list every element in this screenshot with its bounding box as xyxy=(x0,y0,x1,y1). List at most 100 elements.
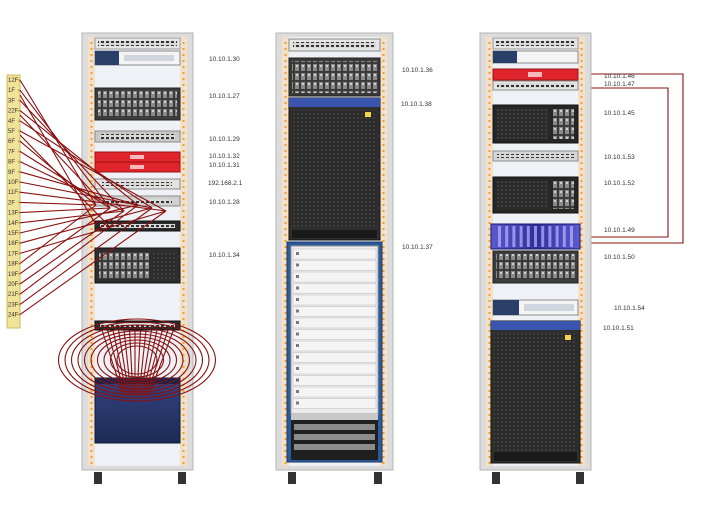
server-device[interactable] xyxy=(94,247,181,284)
rack-foot xyxy=(288,472,296,484)
port-label: 18F xyxy=(8,262,19,268)
port-label: 24F xyxy=(8,313,19,319)
ip-labels: 10.10.1.30 10.10.1.27 10.10.1.29 10.10.1.32… xyxy=(208,56,645,332)
port-label: 11F xyxy=(8,190,18,196)
cable-drop xyxy=(146,329,169,396)
fiber-cable xyxy=(19,207,111,214)
blade-chassis-device[interactable] xyxy=(286,241,383,463)
ip-label: 10.10.1.46 xyxy=(604,73,635,80)
chassis-device[interactable] xyxy=(490,320,581,464)
patch-panel: 12F1F3F22F4F5F6F7F8F9F10F11F2F13F14F15F1… xyxy=(6,74,21,329)
port-label: 21F xyxy=(8,292,19,298)
cable-loop xyxy=(103,339,171,381)
rack-rail-left xyxy=(88,37,95,466)
rack-rail-right xyxy=(578,37,585,466)
ip-label: 10.10.1.38 xyxy=(401,101,432,108)
rack-rail-left xyxy=(282,37,289,466)
port-label: 4F xyxy=(8,119,15,125)
router-device[interactable] xyxy=(492,50,579,64)
fiber-cable xyxy=(19,181,153,209)
fiber-cable xyxy=(19,191,167,212)
port-label: 12F xyxy=(8,78,19,84)
firewall-device-2[interactable] xyxy=(94,161,181,173)
switch-device[interactable] xyxy=(94,130,181,143)
cable-drop xyxy=(128,329,134,396)
fiber-cable xyxy=(19,207,111,275)
link-cable xyxy=(585,73,684,244)
fiber-cable xyxy=(19,89,111,209)
port-label: 1F xyxy=(8,88,15,94)
fiber-cable xyxy=(19,130,167,212)
port-label: 2F xyxy=(8,200,15,206)
cable-drop xyxy=(101,329,124,396)
ip-label: 10.10.1.37 xyxy=(402,244,433,251)
ip-label: 10.10.1.29 xyxy=(209,136,240,143)
port-label: 3F xyxy=(8,98,15,104)
cable-drop xyxy=(148,329,175,396)
port-label: 5F xyxy=(8,129,15,135)
port-label: 23F xyxy=(8,302,19,308)
storage-device[interactable] xyxy=(94,87,181,121)
cable-drop xyxy=(123,329,132,396)
rack-rail-left xyxy=(486,37,493,466)
cable-drop xyxy=(117,329,130,396)
switch-device[interactable] xyxy=(492,150,579,162)
ip-label: 10.10.1.31 xyxy=(209,162,240,169)
rack-rail-right xyxy=(380,37,387,466)
storage-device[interactable] xyxy=(492,250,579,284)
cable-drop xyxy=(144,329,164,396)
ip-label: 192.168.2.1 xyxy=(208,180,243,187)
cable-drop xyxy=(142,329,158,396)
firewall-device[interactable] xyxy=(492,68,579,81)
rack-2 xyxy=(275,32,394,484)
patch-panel-device[interactable] xyxy=(94,37,181,50)
fiber-cable xyxy=(19,201,97,206)
fiber-cable xyxy=(19,79,97,206)
port-label: 19F xyxy=(8,272,19,278)
port-label: 7F xyxy=(8,149,15,155)
port-label: 20F xyxy=(8,282,19,288)
ip-label: 10.10.1.30 xyxy=(209,56,240,63)
cable-drop xyxy=(136,329,142,396)
cable-loop xyxy=(96,336,178,384)
ip-label: 10.10.1.32 xyxy=(209,153,240,160)
switch-device[interactable] xyxy=(492,80,579,91)
blade-server-device[interactable] xyxy=(490,223,581,250)
fiber-cable xyxy=(19,134,111,228)
fiber-cable xyxy=(19,204,139,295)
port-label: 22F xyxy=(8,109,19,115)
cables xyxy=(19,73,684,402)
ip-label: 10.10.1.36 xyxy=(402,67,433,74)
switch-device[interactable] xyxy=(288,38,381,52)
cable-drop xyxy=(106,329,126,396)
rack-3 xyxy=(479,32,592,484)
server-device[interactable] xyxy=(492,176,579,214)
cable-drop xyxy=(140,329,153,396)
firewall-device-1[interactable] xyxy=(94,151,181,163)
port-label: 10F xyxy=(8,180,19,186)
ip-label: 10.10.1.51 xyxy=(603,325,634,332)
port-label: 9F xyxy=(8,170,15,176)
cable-drop xyxy=(112,329,128,396)
fiber-cable xyxy=(19,210,167,316)
fiber-cable xyxy=(19,94,97,226)
router-device[interactable] xyxy=(94,50,181,66)
switch-device[interactable] xyxy=(94,178,181,190)
cable-drop xyxy=(138,329,147,396)
cable-loop xyxy=(57,318,217,402)
storage-device[interactable] xyxy=(288,57,381,97)
patch-panel-device[interactable] xyxy=(492,37,579,50)
router-device[interactable] xyxy=(492,299,579,316)
ip-label: 10.10.1.27 xyxy=(209,93,240,100)
ip-label: 10.10.1.50 xyxy=(604,254,635,261)
cable-loop xyxy=(109,342,165,378)
fiber-cable xyxy=(19,110,139,206)
link-cable xyxy=(585,87,669,238)
fiber-cable xyxy=(19,204,97,265)
rack-foot xyxy=(178,472,186,484)
chassis-device[interactable] xyxy=(288,97,381,241)
ip-label: 10.10.1.53 xyxy=(604,154,635,161)
server-device[interactable] xyxy=(492,104,579,144)
ip-label: 10.10.1.54 xyxy=(614,305,645,312)
